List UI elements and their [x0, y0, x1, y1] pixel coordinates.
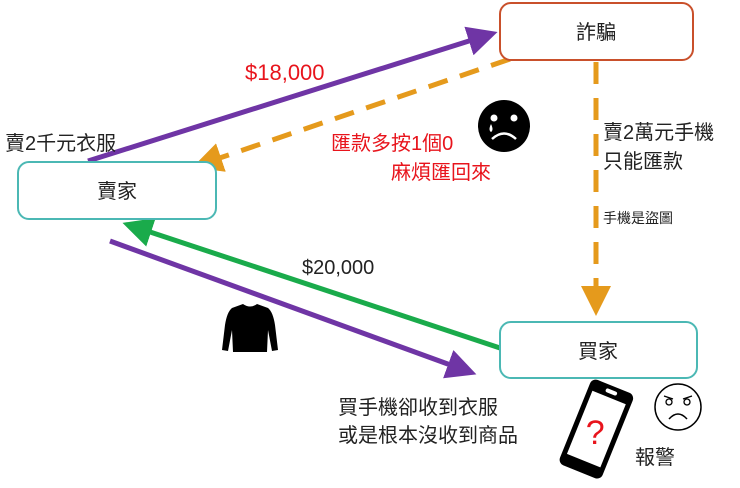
arrow-buyer-to-seller — [122, 218, 501, 351]
node-buyer: 買家 — [499, 321, 698, 379]
label-stolen-photo: 手機是盜圖 — [603, 210, 673, 226]
node-buyer-label: 買家 — [578, 340, 618, 363]
label-seller-sells: 賣2千元衣服 — [5, 132, 116, 155]
question-mark: ? — [586, 414, 605, 452]
crying-face-icon — [478, 100, 530, 152]
phone-icon: ? — [559, 379, 634, 479]
label-amount-18000: $18,000 — [245, 60, 325, 85]
label-refund-request-2: 麻煩匯回來 — [391, 161, 491, 184]
arrow-seller-to-scammer — [87, 26, 498, 164]
label-buyer-result-2: 或是根本沒收到商品 — [338, 424, 518, 447]
label-report-police: 報警 — [635, 446, 675, 469]
label-amount-20000: $20,000 — [302, 257, 374, 279]
arrow-seller-to-buyer — [109, 238, 477, 379]
label-refund-request-1: 匯款多按1個0 — [331, 132, 453, 155]
node-scammer-label: 詐騙 — [576, 21, 616, 44]
label-scam-sells-1: 賣2萬元手機 — [603, 121, 714, 144]
arrow-scammer-to-seller-dashed — [192, 56, 511, 172]
angry-face-icon — [654, 383, 702, 431]
node-seller: 賣家 — [17, 161, 217, 220]
label-buyer-result-1: 買手機卻收到衣服 — [338, 396, 498, 419]
label-scam-sells-2: 只能匯款 — [603, 150, 683, 173]
shirt-icon — [222, 304, 278, 352]
node-seller-label: 賣家 — [97, 180, 137, 203]
node-scammer: 詐騙 — [499, 2, 694, 61]
